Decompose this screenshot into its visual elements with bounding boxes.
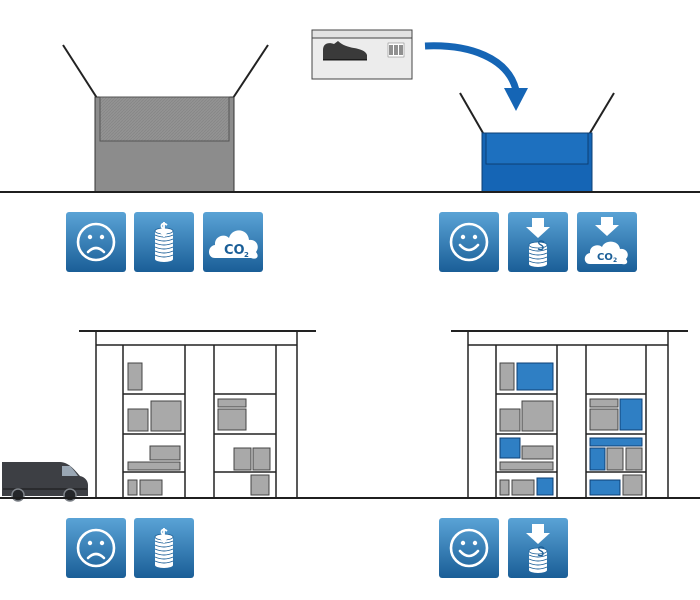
tile-happy-face xyxy=(439,212,499,272)
box-flap-left xyxy=(459,92,484,134)
co2-subscript: 2 xyxy=(244,251,249,259)
delivery-van-icon xyxy=(2,462,88,502)
box-inner-flap xyxy=(99,96,230,142)
box-flap-left xyxy=(62,44,98,99)
co2-label: CO xyxy=(597,252,613,263)
stored-boxes-blue xyxy=(499,362,643,496)
shelf-rack-right xyxy=(585,345,647,498)
tile-cost-decrease xyxy=(508,212,568,272)
co2-subscript: 2 xyxy=(613,257,617,264)
shelf-rack-left xyxy=(495,345,558,498)
co2-label: CO xyxy=(224,243,245,258)
tile-co2-decrease: CO 2 xyxy=(577,212,637,272)
shoebox-lid xyxy=(311,29,413,39)
tile-happy-face xyxy=(439,518,499,578)
oversized-box xyxy=(62,44,269,193)
stored-boxes xyxy=(127,362,271,496)
shoe-product-box xyxy=(311,29,413,80)
box-flap-right xyxy=(232,44,269,99)
barcode-icon xyxy=(387,42,405,58)
tile-sad-face xyxy=(66,212,126,272)
tile-cost xyxy=(134,518,194,578)
tile-cost xyxy=(134,212,194,272)
shelf-rack-right xyxy=(213,345,277,498)
warehouse-right xyxy=(451,330,688,498)
shelf-rack-left xyxy=(122,345,186,498)
tile-sad-face xyxy=(66,518,126,578)
curved-arrow-icon xyxy=(424,42,528,111)
box-inner-flap xyxy=(485,132,589,165)
stored-boxes-gray xyxy=(499,362,643,496)
tile-co2: CO 2 xyxy=(203,212,263,272)
tile-cost-decrease xyxy=(508,518,568,578)
box-flap-right xyxy=(589,92,615,134)
warehouse-left xyxy=(79,330,316,498)
right-sized-box xyxy=(459,92,615,193)
